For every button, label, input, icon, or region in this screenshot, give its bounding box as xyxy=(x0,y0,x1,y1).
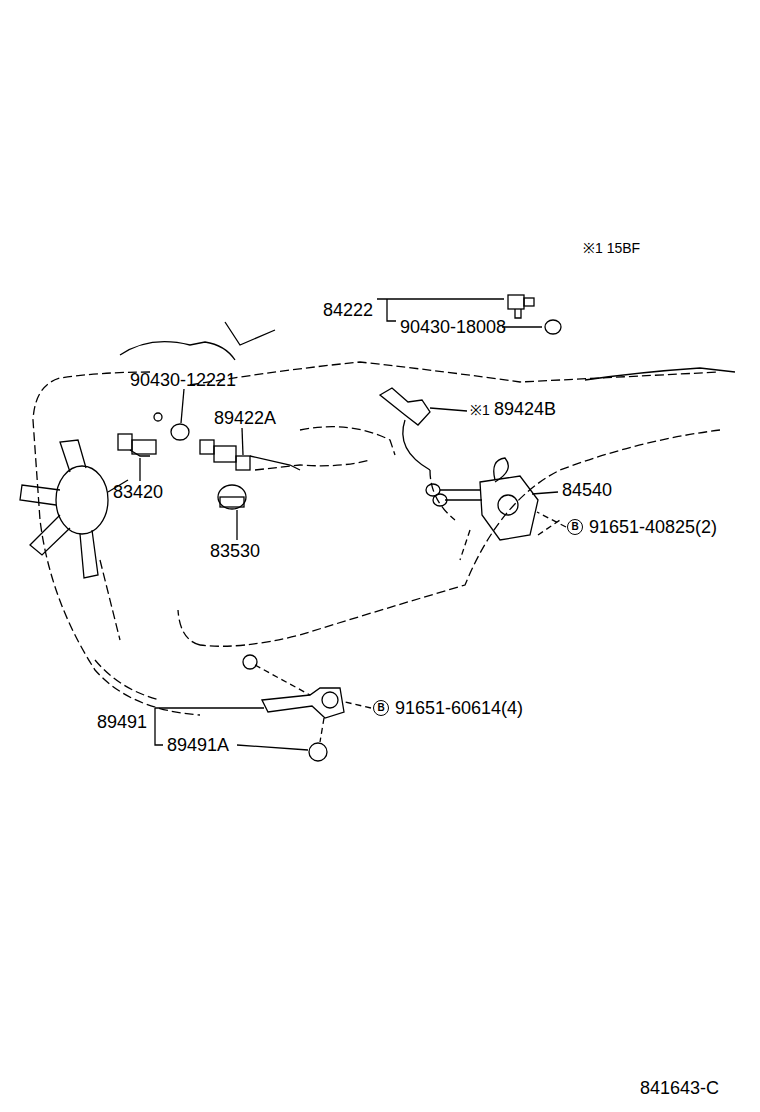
part-83420 xyxy=(118,434,156,456)
callout-number: 91651-60614(4) xyxy=(395,699,523,717)
part-89491 xyxy=(262,688,344,718)
leader-lines xyxy=(140,299,558,750)
fan xyxy=(20,440,128,578)
engine-outline xyxy=(33,362,720,715)
callout-number: 90430-18008 xyxy=(400,318,506,336)
part-84540 xyxy=(426,458,538,540)
engine-head xyxy=(120,322,735,669)
washer xyxy=(171,424,189,440)
callout-number: 89424B xyxy=(494,400,556,418)
callout-number: 91651-40825(2) xyxy=(589,518,717,536)
callout-number: ※1 xyxy=(470,403,490,417)
symbol-letter: B xyxy=(571,522,578,532)
callout-number: 841643-C xyxy=(640,1079,719,1097)
part-84222 xyxy=(508,295,534,318)
washer xyxy=(309,743,327,761)
callout-number: 89491 xyxy=(97,713,147,731)
bolt-symbol: B xyxy=(373,700,389,716)
callout-number: 83420 xyxy=(113,483,163,501)
bolt-symbol: B xyxy=(567,519,583,535)
callout-number: 84540 xyxy=(562,481,612,499)
symbol-letter: B xyxy=(377,703,384,713)
callout-number: ※1 15BF xyxy=(583,241,640,255)
callout-number: 83530 xyxy=(210,542,260,560)
part-89424B xyxy=(380,388,430,470)
part-83530 xyxy=(218,485,246,509)
callout-number: 84222 xyxy=(323,301,373,319)
callout-number: 89491A xyxy=(167,736,229,754)
callout-number: 89422A xyxy=(214,409,276,427)
washer xyxy=(545,320,561,334)
dashed-leaders xyxy=(255,512,566,742)
callout-number: 90430-12221 xyxy=(130,371,236,389)
